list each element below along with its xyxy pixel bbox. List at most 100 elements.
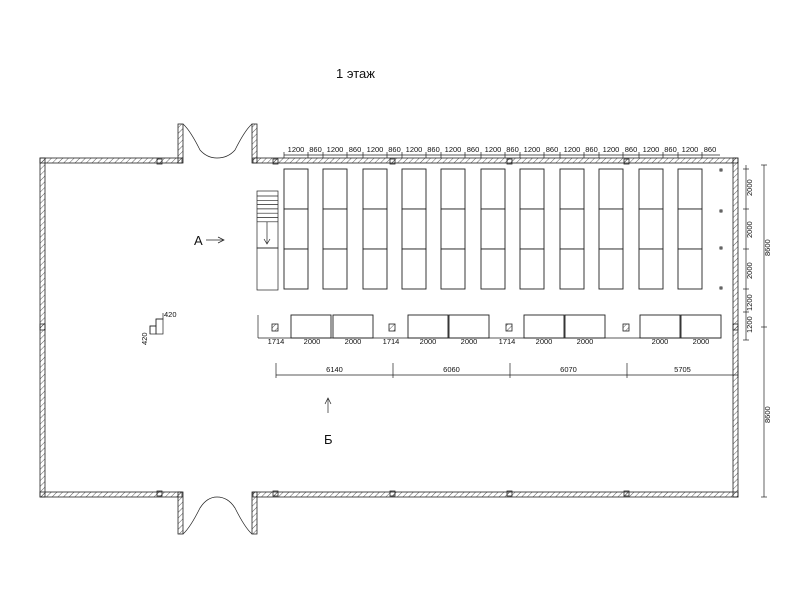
column-dim-label: 6140 xyxy=(326,365,343,374)
rack-mark xyxy=(719,209,723,213)
top-dim-label: 1200 xyxy=(367,145,384,154)
door-top xyxy=(182,123,253,159)
rack-cell xyxy=(283,168,309,210)
right-small-dim-label: 2000 xyxy=(745,262,754,279)
lower-column xyxy=(388,323,396,332)
top-dim-label: 860 xyxy=(388,145,401,154)
lower-dim-label: 2000 xyxy=(420,337,437,346)
lower-dim-label: 1714 xyxy=(499,337,516,346)
rack-cell xyxy=(322,248,348,290)
lower-column xyxy=(271,323,279,332)
stair-dim-v: 420 xyxy=(140,332,149,345)
lower-rack xyxy=(639,314,681,339)
rack-cell xyxy=(440,248,466,290)
lower-rack xyxy=(523,314,565,339)
lower-rack xyxy=(448,314,490,339)
lower-rack xyxy=(407,314,449,339)
rack-cell xyxy=(559,248,585,290)
top-dim-label: 860 xyxy=(546,145,559,154)
rack-cell xyxy=(322,208,348,250)
wall-column xyxy=(156,490,163,497)
rack-cell xyxy=(440,168,466,210)
wall-column xyxy=(272,490,279,497)
rack-cell xyxy=(401,248,427,290)
rack-cell xyxy=(362,168,388,210)
rack-cell xyxy=(362,248,388,290)
rack-grid xyxy=(283,168,723,290)
rack-cell xyxy=(598,168,624,210)
column-dimension-line: 6140 6060 6070 5705 xyxy=(275,363,739,378)
right-mid-dim-label: 1200 xyxy=(745,316,754,333)
rack-cell xyxy=(519,208,545,250)
lower-rack xyxy=(290,314,332,339)
marker-a: А xyxy=(194,233,225,248)
lower-dim-label: 2000 xyxy=(577,337,594,346)
rack-cell xyxy=(638,248,664,290)
marker-a-label: А xyxy=(194,233,203,248)
rack-cell xyxy=(401,208,427,250)
lower-rack xyxy=(680,314,722,339)
top-dim-label: 1200 xyxy=(682,145,699,154)
right-big-dim-label: 8600 xyxy=(763,239,772,256)
top-dim-label: 860 xyxy=(625,145,638,154)
top-dim-label: 1200 xyxy=(327,145,344,154)
top-dim-label: 1200 xyxy=(603,145,620,154)
rack-cell xyxy=(598,208,624,250)
top-dim-label: 1200 xyxy=(406,145,423,154)
rack-cell xyxy=(283,208,309,250)
lower-dim-label: 1714 xyxy=(268,337,285,346)
lower-dim-label: 2000 xyxy=(304,337,321,346)
top-dim-label: 1200 xyxy=(564,145,581,154)
door-bottom xyxy=(182,496,253,535)
rack-cell xyxy=(519,168,545,210)
wall-column xyxy=(506,490,513,497)
wall-column xyxy=(389,490,396,497)
wall-column xyxy=(156,158,163,165)
right-mid-dim-label: 1200 xyxy=(745,294,754,311)
top-dim-label: 1200 xyxy=(288,145,305,154)
wall-column xyxy=(389,158,396,165)
rack-cell xyxy=(480,208,506,250)
rack-cell xyxy=(598,248,624,290)
right-small-dim-label: 2000 xyxy=(745,179,754,196)
lower-dim-label: 2000 xyxy=(536,337,553,346)
lower-rack xyxy=(332,314,374,339)
rack-cell xyxy=(677,168,703,210)
lower-dim-label: 2000 xyxy=(652,337,669,346)
rack-mark xyxy=(719,168,723,172)
rack-cell xyxy=(322,168,348,210)
top-dim-label: 860 xyxy=(349,145,362,154)
rack-cell xyxy=(677,248,703,290)
right-small-dim-label: 2000 xyxy=(745,221,754,238)
stairs xyxy=(256,190,279,291)
top-dim-label: 860 xyxy=(309,145,322,154)
rack-cell xyxy=(480,168,506,210)
top-dim-label: 1200 xyxy=(524,145,541,154)
wall-column xyxy=(506,158,513,165)
top-dim-label: 1200 xyxy=(485,145,502,154)
rack-cell xyxy=(401,168,427,210)
column-dim-label: 6070 xyxy=(560,365,577,374)
rack-cell xyxy=(638,168,664,210)
top-dim-label: 1200 xyxy=(643,145,660,154)
rack-cell xyxy=(559,168,585,210)
stair-symbol: 420 420 xyxy=(140,310,177,345)
top-dim-label: 860 xyxy=(427,145,440,154)
top-dim-label: 860 xyxy=(704,145,717,154)
column-dim-label: 6060 xyxy=(443,365,460,374)
lower-rack xyxy=(564,314,606,339)
wall-columns xyxy=(39,158,739,497)
lower-dim-label: 2000 xyxy=(345,337,362,346)
rack-cell xyxy=(283,248,309,290)
top-dimension-line: 1200 860 1200 860 1200 860 1200 860 1200 860 1200 8… xyxy=(283,145,720,158)
wall-column xyxy=(39,323,46,331)
lower-dim-label: 2000 xyxy=(693,337,710,346)
lower-dim-label: 2000 xyxy=(461,337,478,346)
rack-cell xyxy=(362,208,388,250)
top-dim-label: 860 xyxy=(664,145,677,154)
column-dim-label: 5705 xyxy=(674,365,691,374)
top-dim-label: 860 xyxy=(506,145,519,154)
